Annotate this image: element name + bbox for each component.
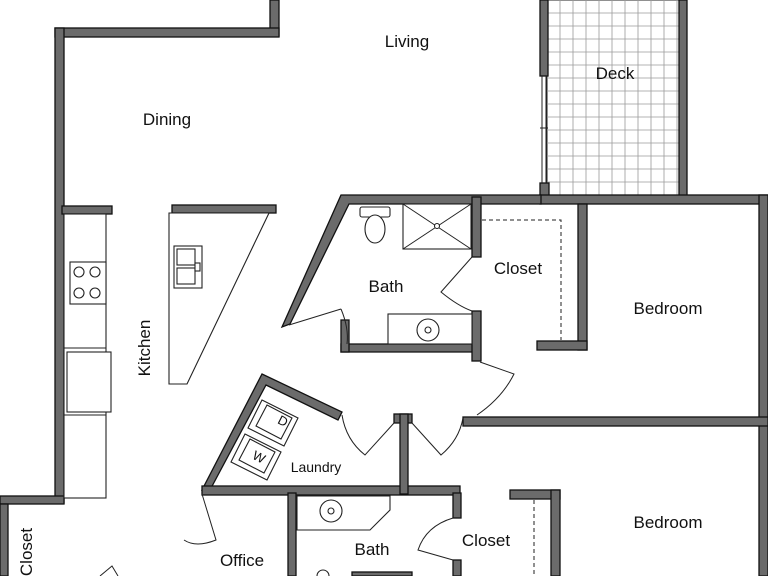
- washer-icon: W: [230, 433, 282, 481]
- room-label-bedroom-upper: Bedroom: [634, 299, 703, 318]
- deck-sliding-door: [540, 76, 548, 183]
- lower-closet: [509, 489, 561, 576]
- kitchen-sink-icon: [173, 245, 203, 289]
- shower-icon: [402, 203, 472, 250]
- deck-area: [546, 0, 688, 198]
- deck-railing: [678, 0, 688, 198]
- room-label-bath-lower: Bath: [355, 540, 390, 559]
- office: [0, 493, 217, 576]
- room-label-closet-upper: Closet: [494, 259, 542, 278]
- room-label-dining: Dining: [143, 110, 191, 129]
- dryer-icon: D: [247, 399, 299, 447]
- room-label-living: Living: [385, 32, 429, 51]
- room-label-bath-upper: Bath: [369, 277, 404, 296]
- room-label-office: Office: [220, 551, 264, 570]
- room-label-laundry: Laundry: [291, 459, 342, 475]
- kitchen-island: [168, 212, 270, 385]
- toilet-icon: [359, 206, 391, 244]
- upper-closet: [482, 203, 588, 351]
- room-label-deck: Deck: [596, 64, 635, 83]
- lower-vanity-sink-icon: [296, 495, 391, 531]
- deck-grid: [547, 0, 679, 195]
- room-labels: Living Deck Dining Kitchen Bath Closet B…: [17, 32, 702, 576]
- room-label-bedroom-lower: Bedroom: [634, 513, 703, 532]
- upper-bath: [280, 194, 542, 362]
- refrigerator: [66, 351, 112, 413]
- room-label-closet-left: Closet: [17, 528, 36, 576]
- room-label-kitchen: Kitchen: [135, 320, 154, 377]
- laundry: D W: [200, 373, 464, 496]
- bath-vanity-sink-icon: [387, 313, 473, 345]
- lower-bath: [287, 492, 462, 576]
- upper-bedroom: [462, 361, 768, 427]
- cooktop: [69, 261, 107, 305]
- kitchen: [61, 204, 277, 499]
- room-label-closet-lower: Closet: [462, 531, 510, 550]
